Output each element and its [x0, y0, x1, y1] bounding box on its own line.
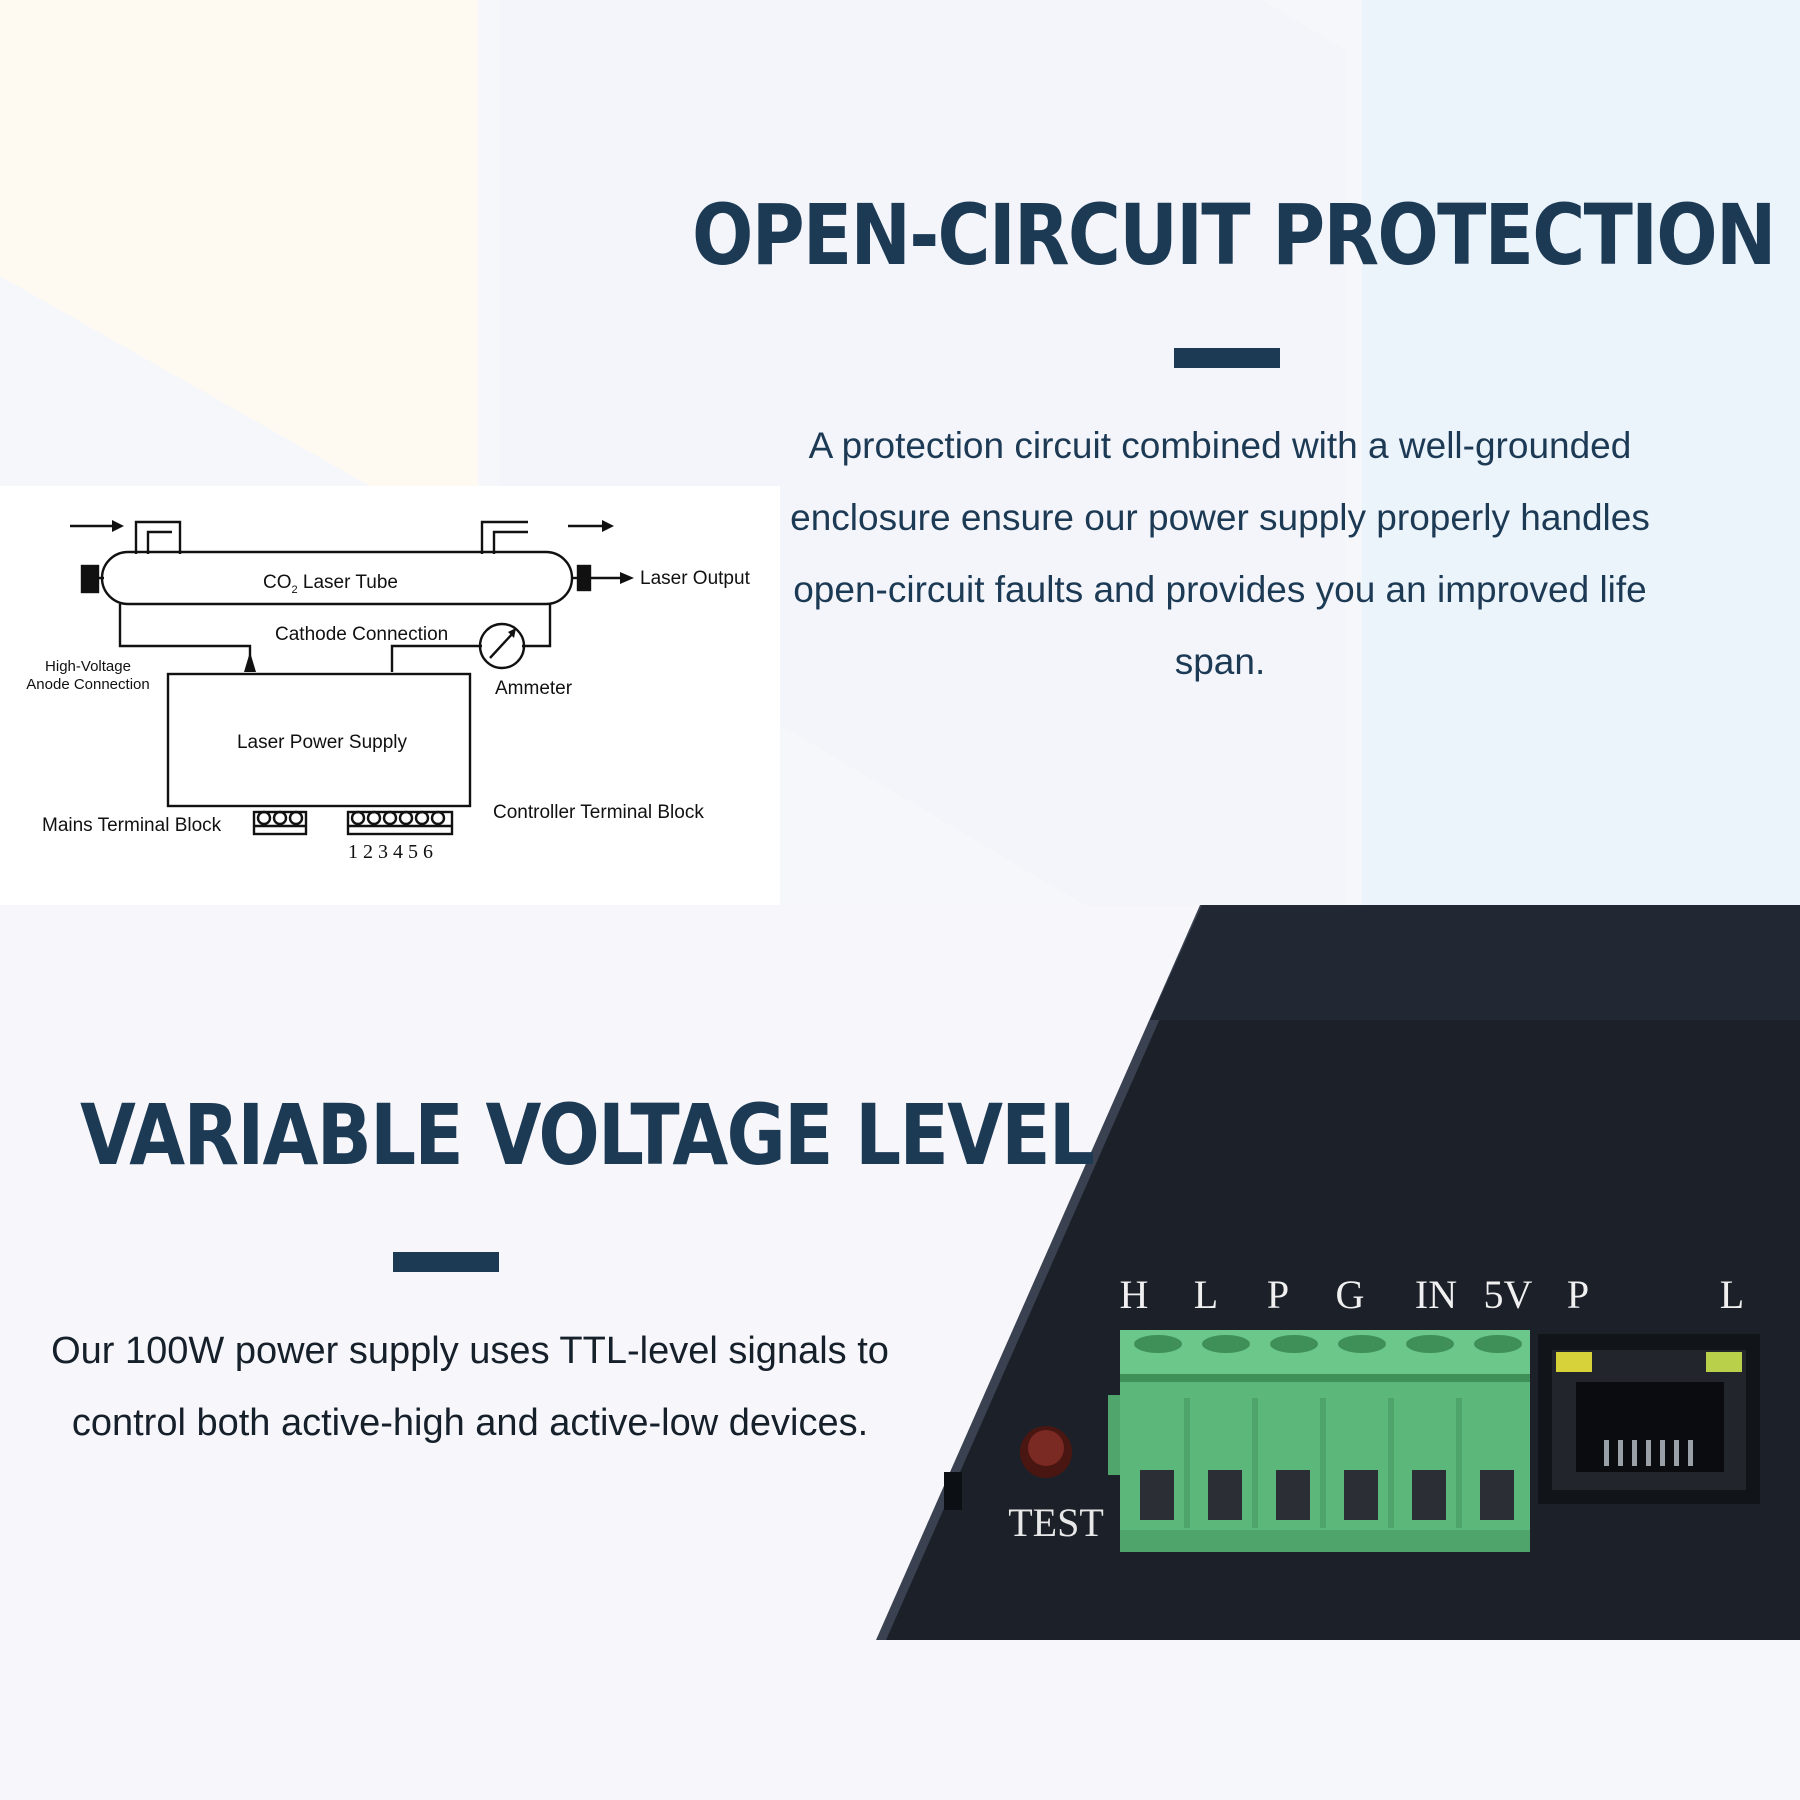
- pin-label-p: P: [1267, 1272, 1289, 1317]
- power-supply-label: Laser Power Supply: [237, 732, 408, 753]
- led-p-icon: [1556, 1352, 1592, 1372]
- variable-voltage-title: VARIABLE VOLTAGE LEVEL: [80, 1086, 1095, 1184]
- pin-label-g: G: [1336, 1272, 1365, 1317]
- terminal-screws: [1134, 1335, 1522, 1353]
- controller-terminal-label: Controller Terminal Block: [493, 802, 704, 823]
- anode-label-line1: High-Voltage: [45, 658, 131, 675]
- open-circuit-title: OPEN-CIRCUIT PROTECTION: [692, 186, 1776, 284]
- mains-terminal-label: Mains Terminal Block: [42, 815, 222, 836]
- ammeter-label: Ammeter: [495, 678, 573, 699]
- anode-label-line2: Anode Connection: [26, 676, 149, 693]
- ethernet-port: [1538, 1334, 1760, 1504]
- test-label: TEST: [1008, 1500, 1104, 1545]
- variable-voltage-description: Our 100W power supply uses TTL-level sig…: [51, 1330, 889, 1444]
- pin-label-l: L: [1194, 1272, 1218, 1317]
- tube-label: CO2 Laser Tube: [263, 572, 398, 596]
- wiring-diagram: CO2 Laser Tube Laser Output Cathode Conn…: [26, 520, 751, 863]
- pin-label-h: H: [1120, 1272, 1149, 1317]
- open-circuit-description: A protection circuit combined with a wel…: [790, 425, 1650, 682]
- laser-output-label: Laser Output: [640, 568, 751, 589]
- led-l-icon: [1706, 1352, 1742, 1372]
- cathode-connection-label: Cathode Connection: [275, 624, 448, 645]
- pin-label-5v: 5V: [1484, 1272, 1533, 1317]
- title-underline: [393, 1252, 499, 1272]
- pin-label-in: IN: [1415, 1272, 1457, 1317]
- terminal-sockets: [1140, 1470, 1514, 1520]
- terminal-numbers: 1 2 3 4 5 6: [348, 841, 433, 863]
- title-underline: [1174, 348, 1280, 368]
- led-label-p: P: [1567, 1272, 1589, 1317]
- led-label-l: L: [1720, 1272, 1744, 1317]
